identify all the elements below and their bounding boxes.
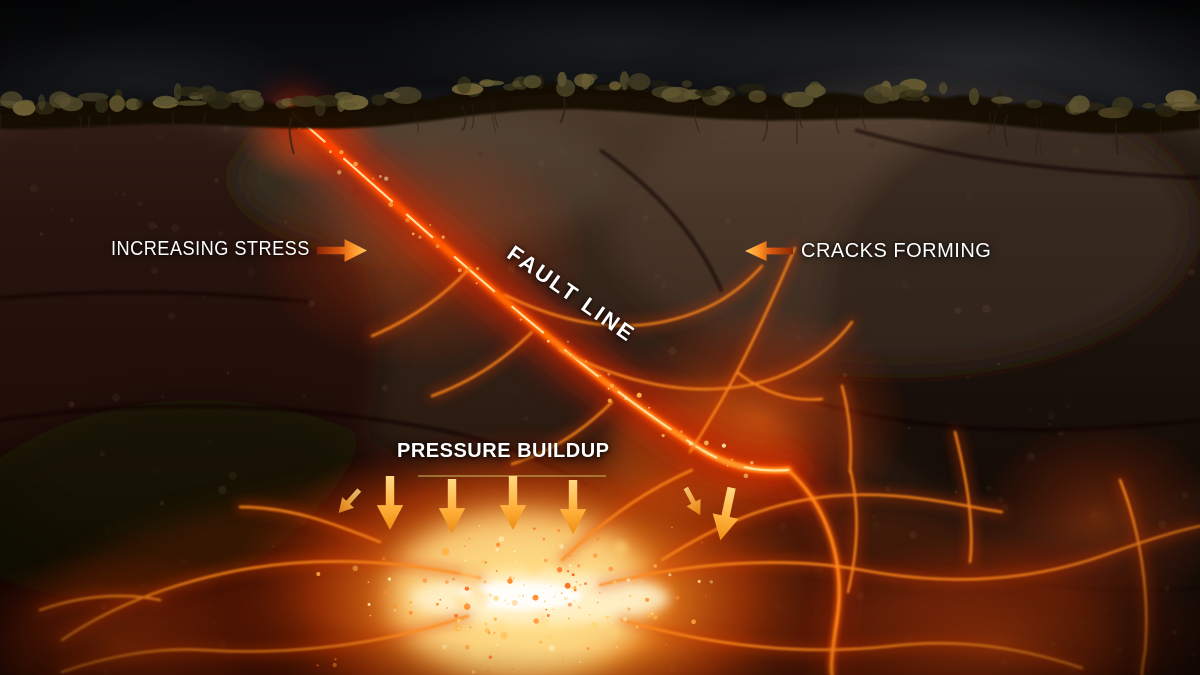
cracks-forming-label: CRACKS FORMING	[801, 240, 992, 262]
pressure-buildup-label: PRESSURE BUILDUP	[397, 440, 610, 462]
increasing-stress-label: INCREASING STRESS	[111, 238, 310, 260]
